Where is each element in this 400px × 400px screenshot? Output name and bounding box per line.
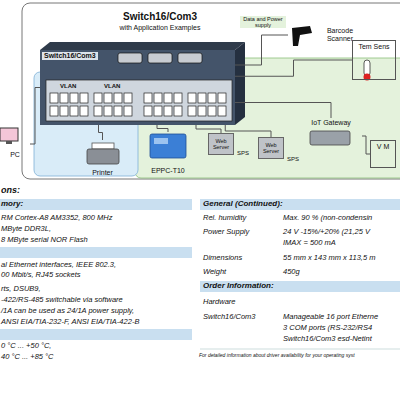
diagram-label: VLAN xyxy=(60,83,76,89)
table-band xyxy=(0,199,192,210)
table-cell: For detailed information about driver av… xyxy=(199,353,355,358)
table-cell: Switch16/Com3 xyxy=(203,313,256,321)
table-band xyxy=(200,199,400,210)
connector-line xyxy=(235,103,331,119)
table-cell: General (Continued): xyxy=(203,200,283,208)
diagram-label: with Application Examples xyxy=(100,24,220,31)
device-node: Printer xyxy=(80,140,125,178)
connector-line xyxy=(30,88,40,145)
table-cell: Max. 90 % (non-condensin xyxy=(283,214,372,222)
table-cell: Switch16/Com3 esd-Netint xyxy=(283,335,372,343)
connector-line xyxy=(157,125,168,132)
diagram-label: SPS xyxy=(237,150,249,156)
device-node: IoT Gateway xyxy=(300,118,362,154)
edge-label: Data and Power supply xyxy=(240,16,286,28)
web-server-box: Web Server xyxy=(208,133,234,155)
table-cell: 3 COM ports (RS-232/RS4 xyxy=(283,324,372,332)
table-cell: Rel. humidity xyxy=(203,214,246,222)
table-cell: Hardware xyxy=(203,298,236,306)
table-cell: 0 °C ... +50 °C, xyxy=(1,342,51,350)
device-node: V M xyxy=(370,140,396,168)
node-text: V M xyxy=(377,143,389,151)
table-rule xyxy=(200,349,400,350)
node-text: Printer xyxy=(92,169,113,177)
node-text: Web Server xyxy=(260,142,282,154)
diagram-frame xyxy=(22,3,400,179)
table-band xyxy=(200,281,400,292)
connector-line xyxy=(362,136,370,154)
table-cell: mory: xyxy=(1,200,23,208)
eppc-display xyxy=(154,138,168,144)
device-node: PC xyxy=(0,128,30,160)
diagram-label: VLAN xyxy=(104,83,120,89)
connector-line xyxy=(196,125,221,133)
table-cell: 450g xyxy=(283,268,300,276)
printer-paper xyxy=(92,143,114,149)
device-node: Barcode Scanner xyxy=(288,22,366,48)
device-node: EPPC-T10 xyxy=(146,132,190,176)
node-text: Tem Sens xyxy=(358,43,389,51)
table-band xyxy=(0,329,192,340)
web-server-box: Web Server xyxy=(258,137,284,159)
table-cell: -422/RS-485 switchable via software xyxy=(1,296,123,304)
table-cell: Order Information: xyxy=(203,282,274,290)
table-cell: Weight xyxy=(203,268,226,276)
table-cell: al Ethernet interfaces, IEEE 802.3, xyxy=(1,261,116,269)
node-text: Switch16/Com3 xyxy=(42,52,98,60)
table-cell: Power Supply xyxy=(203,228,249,236)
table-band xyxy=(0,247,192,258)
table-cell: Manageable 16 port Etherne xyxy=(283,313,378,321)
connector-line xyxy=(235,35,288,65)
scanner-icon xyxy=(292,26,312,46)
table-cell: 00 Mbit/s, RJ45 sockets xyxy=(1,271,81,279)
connector-line xyxy=(99,125,103,140)
table-cell: 40 °C ... +85 °C xyxy=(1,353,53,361)
printer-body xyxy=(87,149,119,164)
node-text: PC xyxy=(10,151,20,159)
table-cell: /1A can be used as 24/1A power supply, xyxy=(1,307,134,315)
diagram-label: SPS xyxy=(287,156,299,162)
pc-monitor xyxy=(0,128,18,141)
table-cell: 8 MByte serial NOR Flash xyxy=(1,236,88,244)
table-cell: ons: xyxy=(1,186,20,195)
switch-top-face xyxy=(40,42,245,50)
switch-side-face xyxy=(235,42,245,125)
diagram-title: Switch16/Com3 xyxy=(100,11,220,22)
eppc-device xyxy=(150,134,186,158)
table-cell: IMAX = 500 mA xyxy=(283,239,336,247)
device-node: Tem Sens xyxy=(352,40,396,80)
table-cell: rts, DSUB9, xyxy=(1,285,41,293)
table-cell: 55 mm x 143 mm x 113,5 m xyxy=(283,254,375,262)
node-text: EPPC-T10 xyxy=(151,167,184,175)
connector-line xyxy=(235,60,352,76)
table-cell: ANSI EIA/TIA-232-F, ANSI EIA/TIA-422-B xyxy=(1,318,139,326)
node-text: IoT Gateway xyxy=(311,119,351,127)
node-text: Web Server xyxy=(210,138,232,150)
table-cell: RM Cortex-A8 AM3352, 800 MHz xyxy=(1,214,112,222)
table-cell: MByte DDR3L, xyxy=(1,225,51,233)
iot-device xyxy=(310,131,350,145)
table-cell: Dimensions xyxy=(203,254,242,262)
pc-stand xyxy=(6,141,12,144)
table-cell: 24 V -15%/+20% (21,25 V xyxy=(283,228,370,236)
